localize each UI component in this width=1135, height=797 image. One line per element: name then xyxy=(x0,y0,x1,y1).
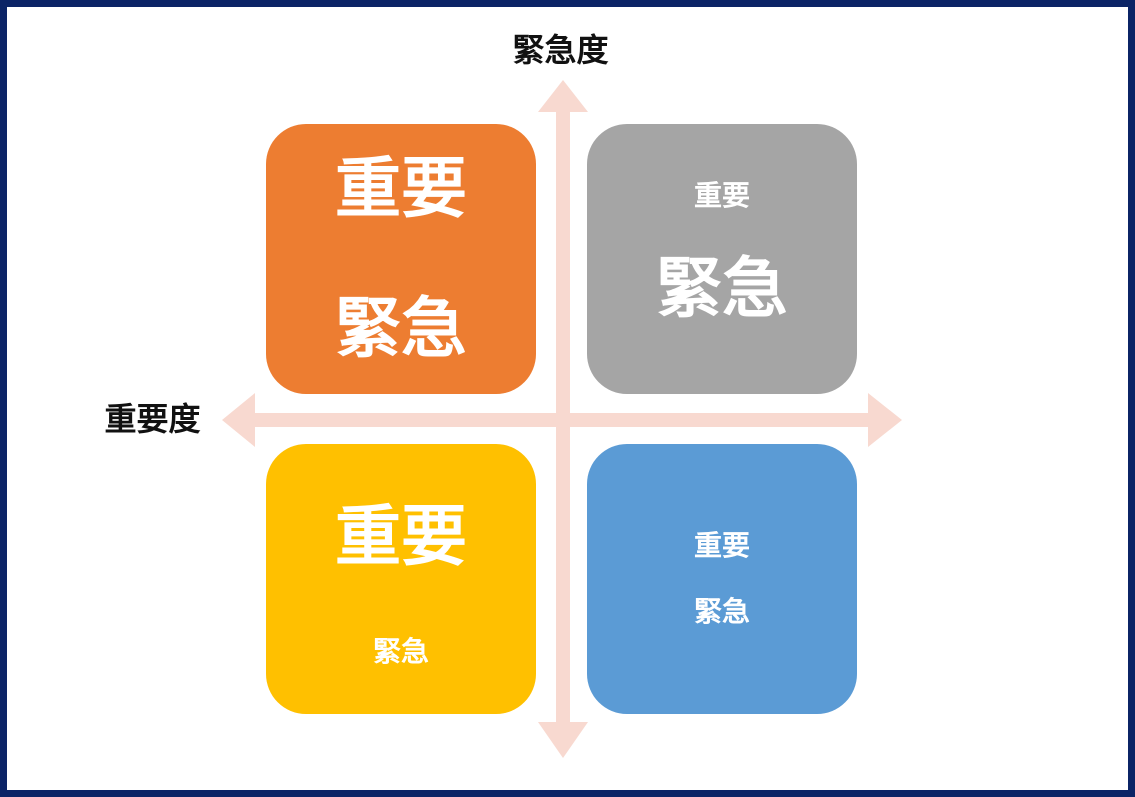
horizontal-axis-arrow xyxy=(222,393,902,447)
quadrant-importance-text: 重要 xyxy=(693,529,750,562)
quadrant-importance-text: 重要 xyxy=(335,498,467,575)
quadrant-urgency-text: 緊急 xyxy=(693,595,750,628)
urgency-axis-label: 緊急度 xyxy=(512,31,609,69)
quadrant-not-important-not-urgent: 重要 緊急 xyxy=(587,444,857,714)
quadrant-importance-text: 重要 xyxy=(693,179,750,212)
quadrant-urgency-text: 緊急 xyxy=(656,250,788,327)
quadrant-urgency-text: 緊急 xyxy=(372,635,429,668)
quadrant-not-important-urgent: 重要 緊急 xyxy=(587,124,857,394)
importance-axis-label: 重要度 xyxy=(104,400,201,438)
quadrant-importance-text: 重要 xyxy=(335,150,467,227)
quadrant-urgency-text: 緊急 xyxy=(335,290,467,367)
quadrant-important-not-urgent: 重要 緊急 xyxy=(266,444,536,714)
quadrant-important-urgent: 重要 緊急 xyxy=(266,124,536,394)
